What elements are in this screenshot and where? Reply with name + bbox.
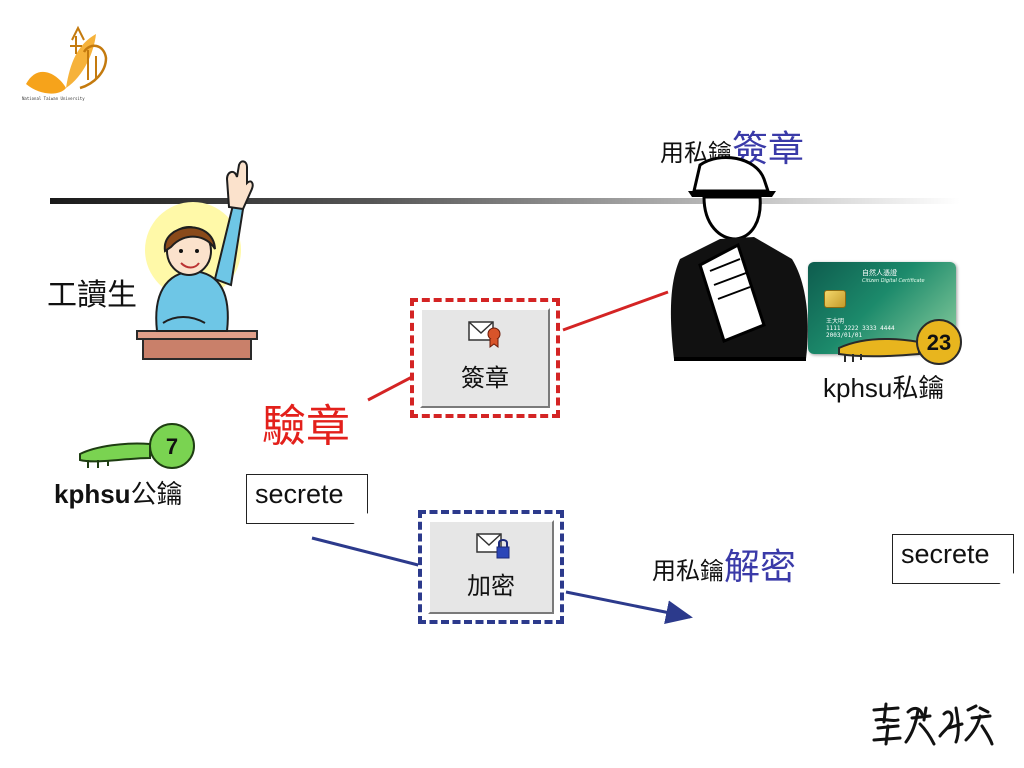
plaintext-note-right: secrete — [892, 534, 1014, 584]
supervisor-with-clipboard-icon — [670, 156, 808, 361]
header-divider — [50, 198, 960, 204]
envelope-lock-icon — [476, 533, 510, 559]
private-key-icon: 23 — [838, 319, 962, 365]
sign-button[interactable]: 簽章 — [420, 308, 550, 408]
verify-label: 驗章 — [262, 401, 350, 452]
message-to-encrypt-connector — [311, 536, 423, 568]
card-title: 自然人憑證 — [862, 269, 897, 277]
card-details: 王大明 1111 2222 3333 4444 2003/01/01 — [826, 318, 895, 339]
card-date: 2003/01/01 — [826, 332, 863, 339]
card-subtitle: Citizen Digital Certificate — [862, 278, 925, 284]
smartcard-chip-icon — [824, 290, 846, 308]
sign-connector — [562, 290, 669, 332]
encrypt-button[interactable]: 加密 — [428, 520, 554, 614]
plaintext-note-left: secrete — [246, 474, 368, 524]
sign-button-label: 簽章 — [461, 364, 509, 392]
private-key-number: 23 — [927, 330, 951, 355]
encrypt-button-label: 加密 — [467, 572, 515, 600]
envelope-ribbon-icon — [468, 321, 501, 348]
private-key-suffix: 私鑰 — [892, 374, 945, 404]
private-key-name: kphsu — [823, 373, 893, 403]
verify-connector — [367, 375, 413, 402]
public-key-name: kphsu — [54, 479, 131, 509]
encrypt-button-highlight: 加密 — [418, 510, 564, 624]
encrypt-to-decrypt-arrow — [565, 590, 693, 625]
calligraphy-logo — [872, 702, 994, 746]
decrypt-caption-prefix: 用私鑰 — [652, 557, 724, 585]
decrypt-caption-emphasis: 解密 — [724, 547, 797, 588]
student-raising-hand-icon — [136, 160, 258, 360]
card-number: 1111 2222 3333 4444 — [826, 325, 895, 332]
worker-label: 工讀生 — [47, 278, 137, 313]
sign-button-highlight: 簽章 — [410, 298, 560, 418]
private-key-label: kphsu私鑰 — [823, 368, 944, 405]
card-holder: 王大明 — [826, 318, 845, 325]
university-logo — [26, 25, 108, 94]
public-key-suffix: 公鑰 — [130, 480, 183, 510]
public-key-label: kphsu公鑰 — [54, 474, 183, 511]
decrypt-caption: 用私鑰解密 — [652, 538, 796, 590]
public-key-icon: 7 — [79, 423, 195, 469]
public-key-number: 7 — [166, 434, 178, 459]
logo-caption: National Taiwan University — [22, 96, 85, 101]
